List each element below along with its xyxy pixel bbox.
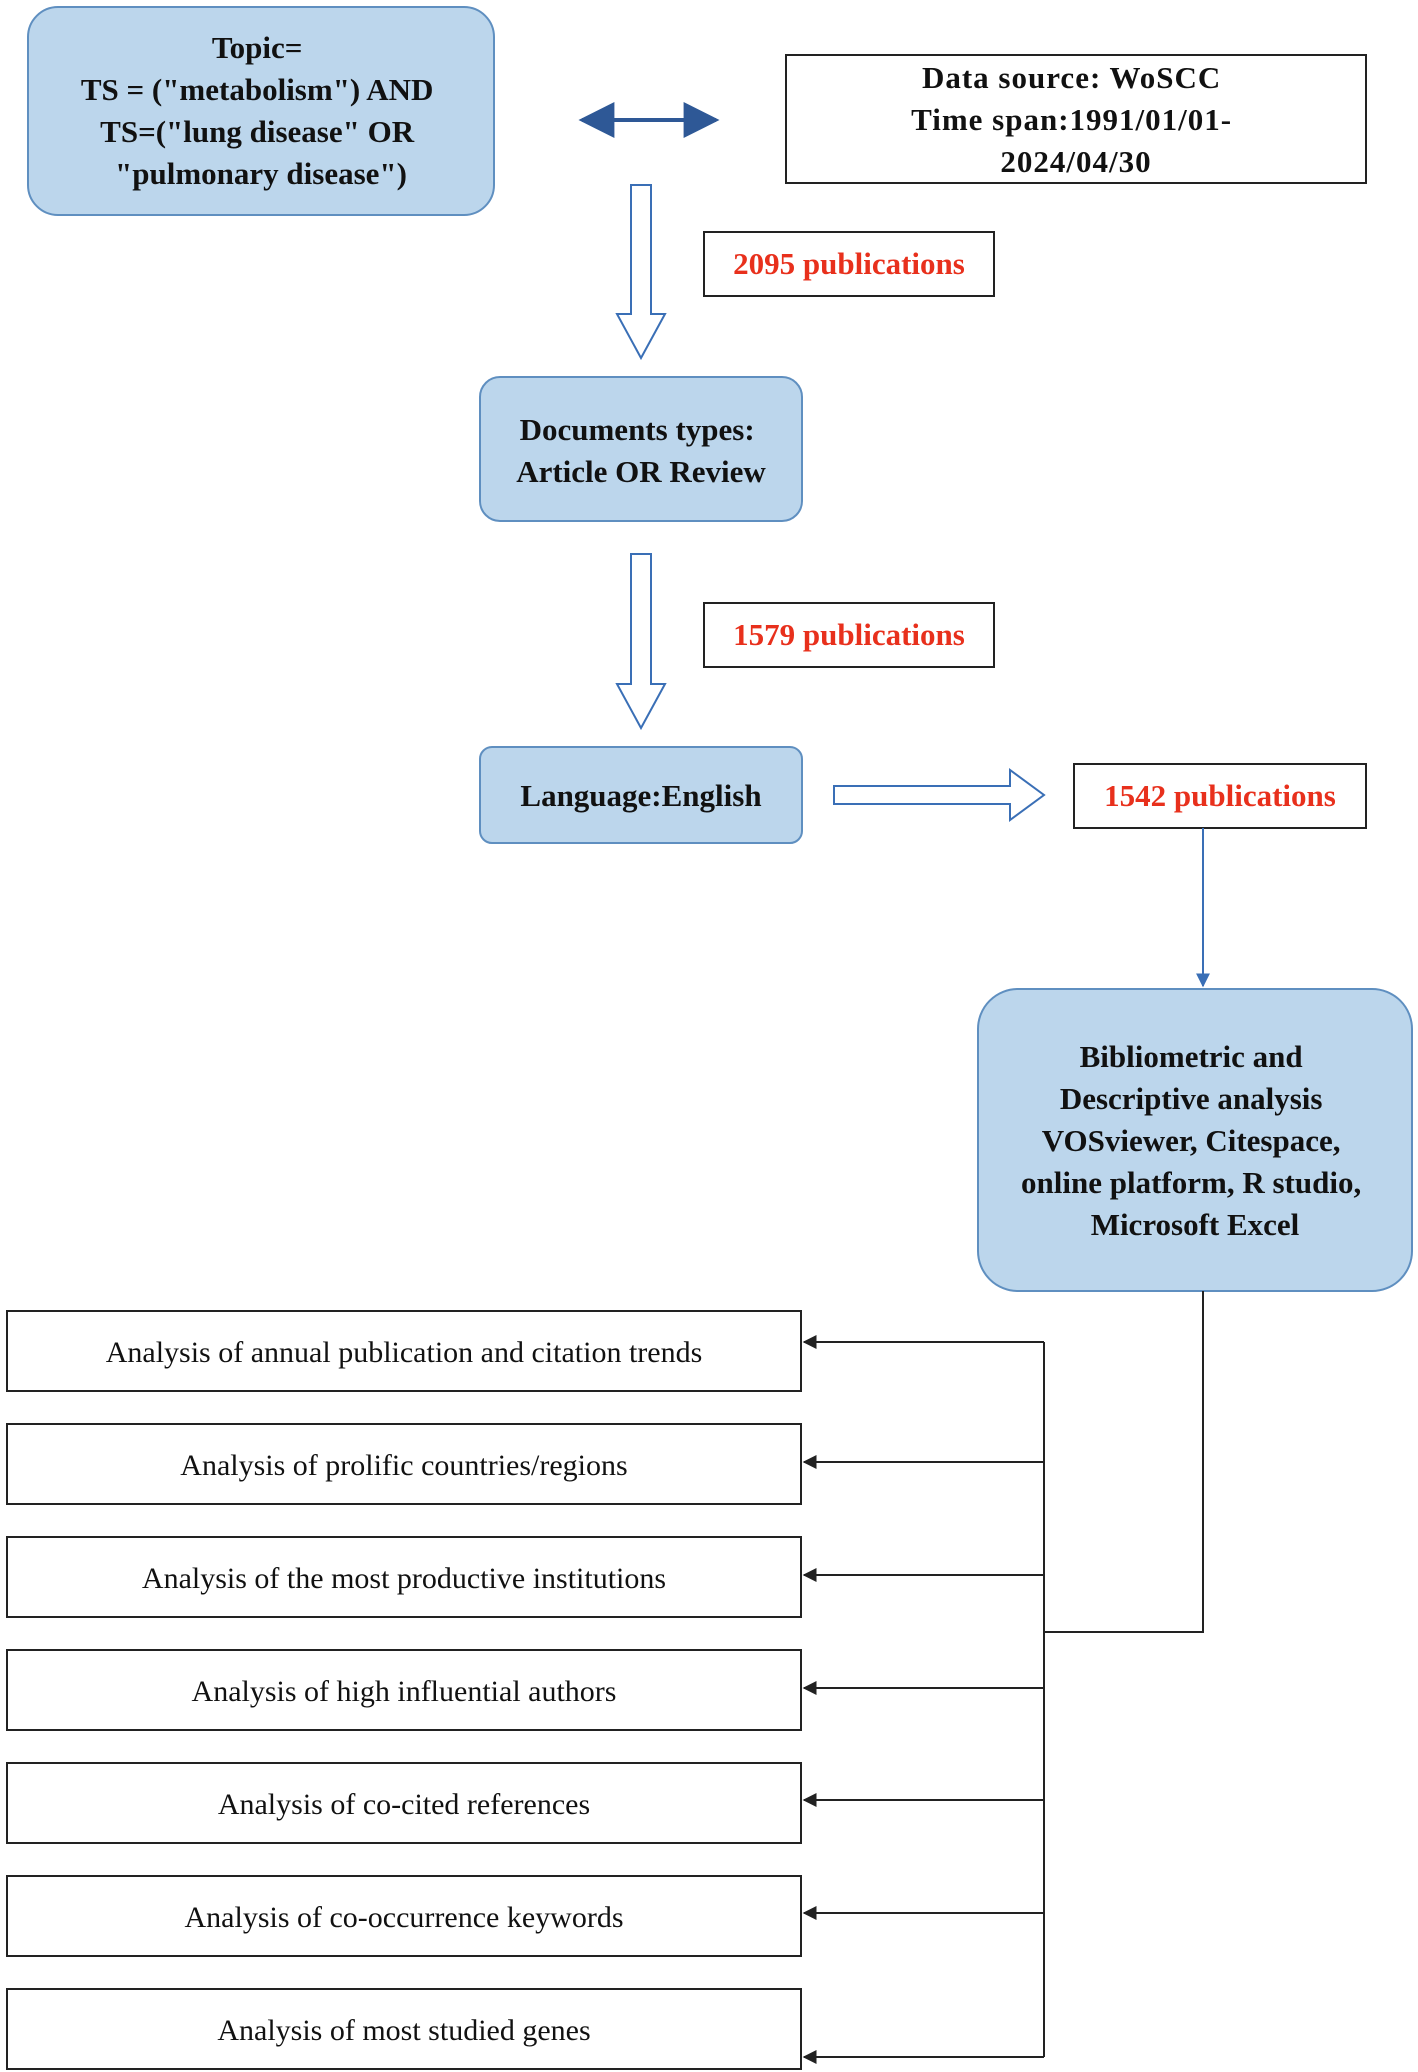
output-label-5: Analysis of co-cited references: [218, 1788, 590, 1821]
output-box-1: Analysis of annual publication and citat…: [6, 1310, 1044, 1392]
analysis-line-3: VOSviewer, Citespace,: [1042, 1123, 1341, 1158]
topic-box-text: Topic= TS = ("metabolism") AND TS=("lung…: [81, 30, 441, 191]
topic-line-4: "pulmonary disease"): [115, 156, 407, 191]
data-source-text: Data source: WoSCC Time span:1991/01/01-…: [911, 60, 1241, 179]
output-label-3: Analysis of the most productive institut…: [142, 1562, 666, 1595]
topic-line-3: TS=("lung disease" OR: [100, 114, 415, 149]
doc-types-line-2: Article OR Review: [516, 454, 766, 489]
output-box-4-shape: [6, 1649, 802, 1731]
analysis-box-shape: [977, 988, 1413, 1292]
output-box-5: Analysis of co-cited references: [6, 1762, 1044, 1844]
output-box-1-shape: [6, 1310, 802, 1392]
analysis-line-4: online platform, R studio,: [1021, 1165, 1361, 1200]
data-source-line-3: 2024/04/30: [1000, 144, 1151, 179]
count-box-3-shape: [1073, 763, 1367, 829]
count-label-2: 1579 publications: [733, 617, 965, 652]
output-box-3: Analysis of the most productive institut…: [6, 1536, 1044, 1618]
output-box-5-shape: [6, 1762, 802, 1844]
count-box-2-shape: [703, 602, 995, 668]
doc-types-line-1: Documents types:: [520, 412, 755, 447]
analysis-line-5: Microsoft Excel: [1091, 1207, 1300, 1242]
data-source-line-1: Data source: WoSCC: [922, 60, 1221, 95]
hollow-arrow-right: [833, 768, 1046, 822]
count-box-1: 2095 publications: [703, 231, 995, 297]
count-label-1: 2095 publications: [733, 246, 965, 281]
output-label-2: Analysis of prolific countries/regions: [180, 1449, 627, 1482]
document-types-text: Documents types: Article OR Review: [516, 412, 766, 489]
topic-box-shape: [27, 6, 495, 216]
language-box: Language:English: [479, 746, 803, 844]
count-box-1-shape: [703, 231, 995, 297]
output-label-7: Analysis of most studied genes: [217, 2014, 590, 2047]
analysis-box-text: Bibliometric and Descriptive analysis VO…: [1021, 1039, 1369, 1242]
analysis-line-2: Descriptive analysis: [1060, 1081, 1323, 1116]
output-box-3-shape: [6, 1536, 802, 1618]
hollow-arrow-down-2: [615, 553, 667, 731]
output-box-7: Analysis of most studied genes: [6, 1988, 1044, 2070]
language-box-shape: [479, 746, 803, 844]
output-label-1: Analysis of annual publication and citat…: [106, 1336, 703, 1369]
data-source-line-2: Time span:1991/01/01-: [911, 102, 1232, 137]
count-box-2: 1579 publications: [703, 602, 995, 668]
hollow-arrow-down-1: [615, 184, 667, 361]
document-types-shape: [479, 376, 803, 522]
output-box-4: Analysis of high influential authors: [6, 1649, 1044, 1731]
bibliometric-analysis-box: Bibliometric and Descriptive analysis VO…: [977, 988, 1413, 1292]
connector-to-outputs: [1044, 1291, 1204, 1633]
output-box-7-shape: [6, 1988, 802, 2070]
output-label-6: Analysis of co-occurrence keywords: [185, 1901, 624, 1934]
data-source-box: Data source: WoSCC Time span:1991/01/01-…: [785, 54, 1367, 184]
output-box-2-shape: [6, 1423, 802, 1505]
output-box-6-shape: [6, 1875, 802, 1957]
data-source-box-shape: [785, 54, 1367, 184]
output-box-2: Analysis of prolific countries/regions: [6, 1423, 1044, 1505]
count-label-3: 1542 publications: [1104, 778, 1336, 813]
topic-line-1: Topic=: [212, 30, 303, 65]
language-label: Language:English: [520, 778, 761, 813]
output-label-4: Analysis of high influential authors: [192, 1675, 617, 1708]
count-box-3: 1542 publications: [1073, 763, 1367, 829]
analysis-line-1: Bibliometric and: [1080, 1039, 1303, 1074]
output-box-6: Analysis of co-occurrence keywords: [6, 1875, 1044, 1957]
topic-search-box: Topic= TS = ("metabolism") AND TS=("lung…: [27, 6, 495, 216]
document-types-box: Documents types: Article OR Review: [479, 376, 803, 522]
topic-line-2: TS = ("metabolism") AND: [81, 72, 434, 107]
